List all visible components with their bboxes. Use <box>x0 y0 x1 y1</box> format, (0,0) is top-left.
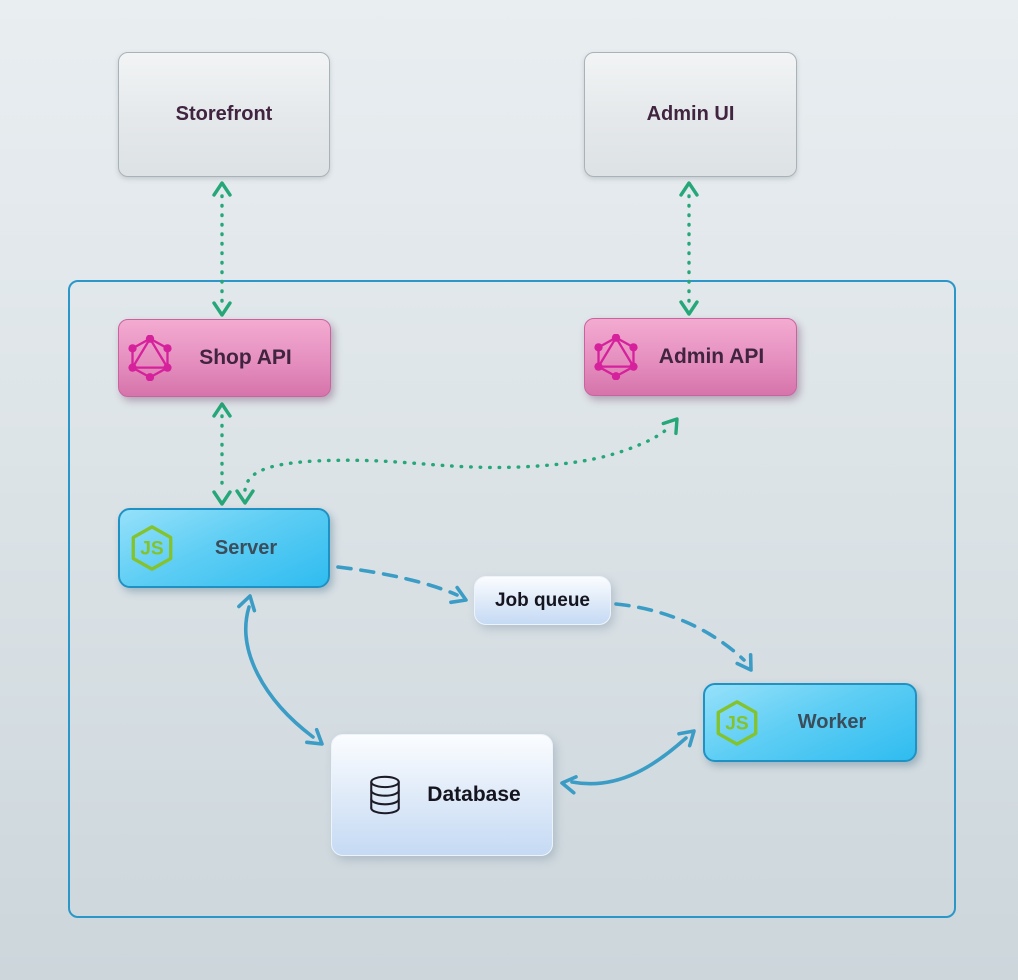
edge-admin-ui-admin-api <box>679 181 699 316</box>
edge-server-database <box>237 594 324 746</box>
edge-shop-api-server <box>212 402 232 506</box>
admin-ui-label: Admin UI <box>646 103 735 125</box>
node-admin-ui: Admin UI <box>584 52 797 177</box>
nodejs-icon: JS <box>128 524 176 572</box>
svg-text:JS: JS <box>140 539 164 560</box>
node-shop-api: Shop API <box>118 319 331 397</box>
shop-api-label: Shop API <box>199 346 292 369</box>
database-label: Database <box>427 783 521 806</box>
edge-server-admin-api <box>235 417 679 505</box>
edge-server-job-queue <box>336 565 468 605</box>
node-storefront: Storefront <box>118 52 330 177</box>
nodejs-icon: JS <box>713 699 761 747</box>
job-queue-label: Job queue <box>494 589 590 611</box>
database-icon <box>363 771 407 819</box>
node-worker: JS Worker <box>703 683 917 762</box>
graphql-icon <box>593 334 639 380</box>
server-boundary-panel <box>68 280 956 918</box>
admin-api-label: Admin API <box>658 345 765 368</box>
storefront-label: Storefront <box>175 103 273 125</box>
graphql-icon <box>127 335 173 381</box>
node-server: JS Server <box>118 508 330 588</box>
node-job-queue: Job queue <box>474 576 611 625</box>
svg-text:JS: JS <box>725 713 749 734</box>
node-database: Database <box>331 734 553 856</box>
edge-job-queue-worker <box>614 602 753 672</box>
node-admin-api: Admin API <box>584 318 797 396</box>
server-label: Server <box>214 536 278 559</box>
edge-database-worker <box>560 729 696 795</box>
edge-storefront-shop-api <box>212 181 232 317</box>
worker-label: Worker <box>797 711 867 733</box>
